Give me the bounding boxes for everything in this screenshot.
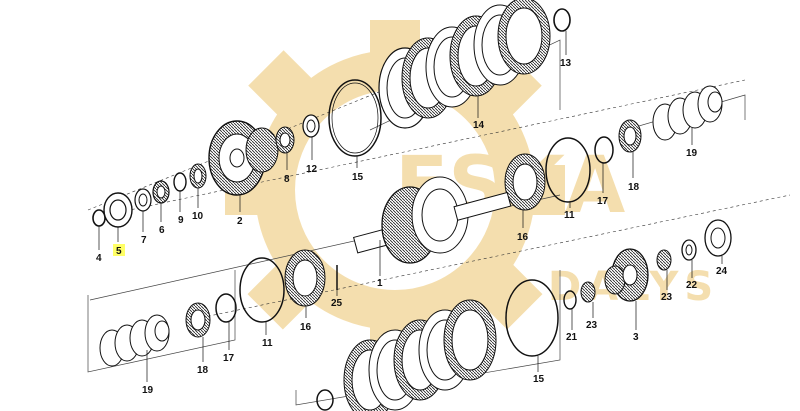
- label-part-1[interactable]: 1: [377, 278, 383, 289]
- label-part-5[interactable]: 5: [116, 246, 122, 257]
- label-part-10[interactable]: 10: [192, 211, 204, 222]
- label-part-12[interactable]: 12: [306, 164, 318, 175]
- part-15-o-ring-upper: [328, 79, 382, 157]
- part-2-gear: [208, 120, 279, 196]
- label-part-18-lower[interactable]: 18: [197, 365, 209, 376]
- label-part-3[interactable]: 3: [633, 332, 639, 343]
- part-4-snap-ring: [92, 209, 106, 227]
- label-part-7[interactable]: 7: [141, 235, 147, 246]
- part-17-seal-upper: [594, 136, 614, 164]
- label-part-16-lower[interactable]: 16: [300, 322, 312, 333]
- label-part-22[interactable]: 22: [686, 280, 698, 291]
- part-21-washer: [563, 290, 577, 310]
- part-15-o-ring-lower: [505, 279, 559, 357]
- label-part-23-a[interactable]: 23: [586, 320, 598, 331]
- label-part-18-upper[interactable]: 18: [628, 182, 640, 193]
- label-part-23-b[interactable]: 23: [661, 292, 673, 303]
- label-part-11-upper[interactable]: 11: [564, 210, 575, 221]
- label-part-4[interactable]: 4: [96, 253, 102, 264]
- part-7-washer: [134, 188, 152, 212]
- part-13-snap-ring: [553, 8, 571, 32]
- part-18-piston-upper: [618, 119, 642, 153]
- label-part-21[interactable]: 21: [566, 332, 578, 343]
- part-23-bearing-b: [656, 249, 672, 271]
- leader-lines: [98, 31, 723, 382]
- label-part-8[interactable]: 8: [284, 174, 290, 185]
- label-part-9[interactable]: 9: [178, 215, 184, 226]
- label-part-16-upper[interactable]: 16: [517, 232, 529, 243]
- part-1-clutch-drum-shaft: [352, 176, 512, 264]
- highlight-box: [113, 244, 125, 256]
- part-14-clutch-pack-upper: [378, 0, 551, 129]
- part-23-bearing-a: [580, 281, 596, 303]
- part-13-snap-ring-lower: [316, 389, 334, 411]
- label-part-15-lower[interactable]: 15: [533, 374, 545, 385]
- part-10-needle-bearing: [189, 163, 207, 189]
- part-3-gear: [604, 248, 649, 302]
- label-part-19-lower[interactable]: 19: [142, 385, 154, 396]
- label-part-15-upper[interactable]: 15: [352, 172, 364, 183]
- part-5-bearing: [103, 192, 133, 228]
- part-16-hub-upper: [504, 153, 546, 211]
- part-16-hub-lower: [284, 249, 326, 307]
- label-part-11-lower[interactable]: 11: [262, 338, 273, 349]
- part-labels: 4 5 7 6 9 10 2 8 12 15 14 13 19 18 17 11…: [96, 58, 728, 396]
- part-11-ring-upper: [545, 137, 591, 203]
- part-22-washer: [681, 239, 697, 261]
- part-18-piston-lower: [185, 302, 211, 338]
- part-6-bearing: [152, 180, 170, 204]
- label-part-19-upper[interactable]: 19: [686, 148, 698, 159]
- label-part-13[interactable]: 13: [560, 58, 572, 69]
- part-19-disc-set-upper: [652, 85, 723, 141]
- label-part-17-upper[interactable]: 17: [597, 196, 609, 207]
- part-12-washer: [302, 114, 320, 138]
- part-8-bearing: [275, 126, 295, 154]
- part-11-ring-lower: [239, 257, 285, 323]
- label-part-24[interactable]: 24: [716, 266, 728, 277]
- part-17-seal-lower: [215, 293, 237, 323]
- label-part-25[interactable]: 25: [331, 298, 343, 309]
- part-9-ring: [173, 172, 187, 192]
- part-24-bearing: [704, 219, 732, 257]
- label-part-14[interactable]: 14: [473, 120, 485, 131]
- label-part-2[interactable]: 2: [237, 216, 243, 227]
- part-15-clutch-pack-lower: [343, 299, 497, 411]
- part-19-disc-set-lower: [99, 314, 170, 367]
- label-part-6[interactable]: 6: [159, 225, 165, 236]
- label-part-17-lower[interactable]: 17: [223, 353, 235, 364]
